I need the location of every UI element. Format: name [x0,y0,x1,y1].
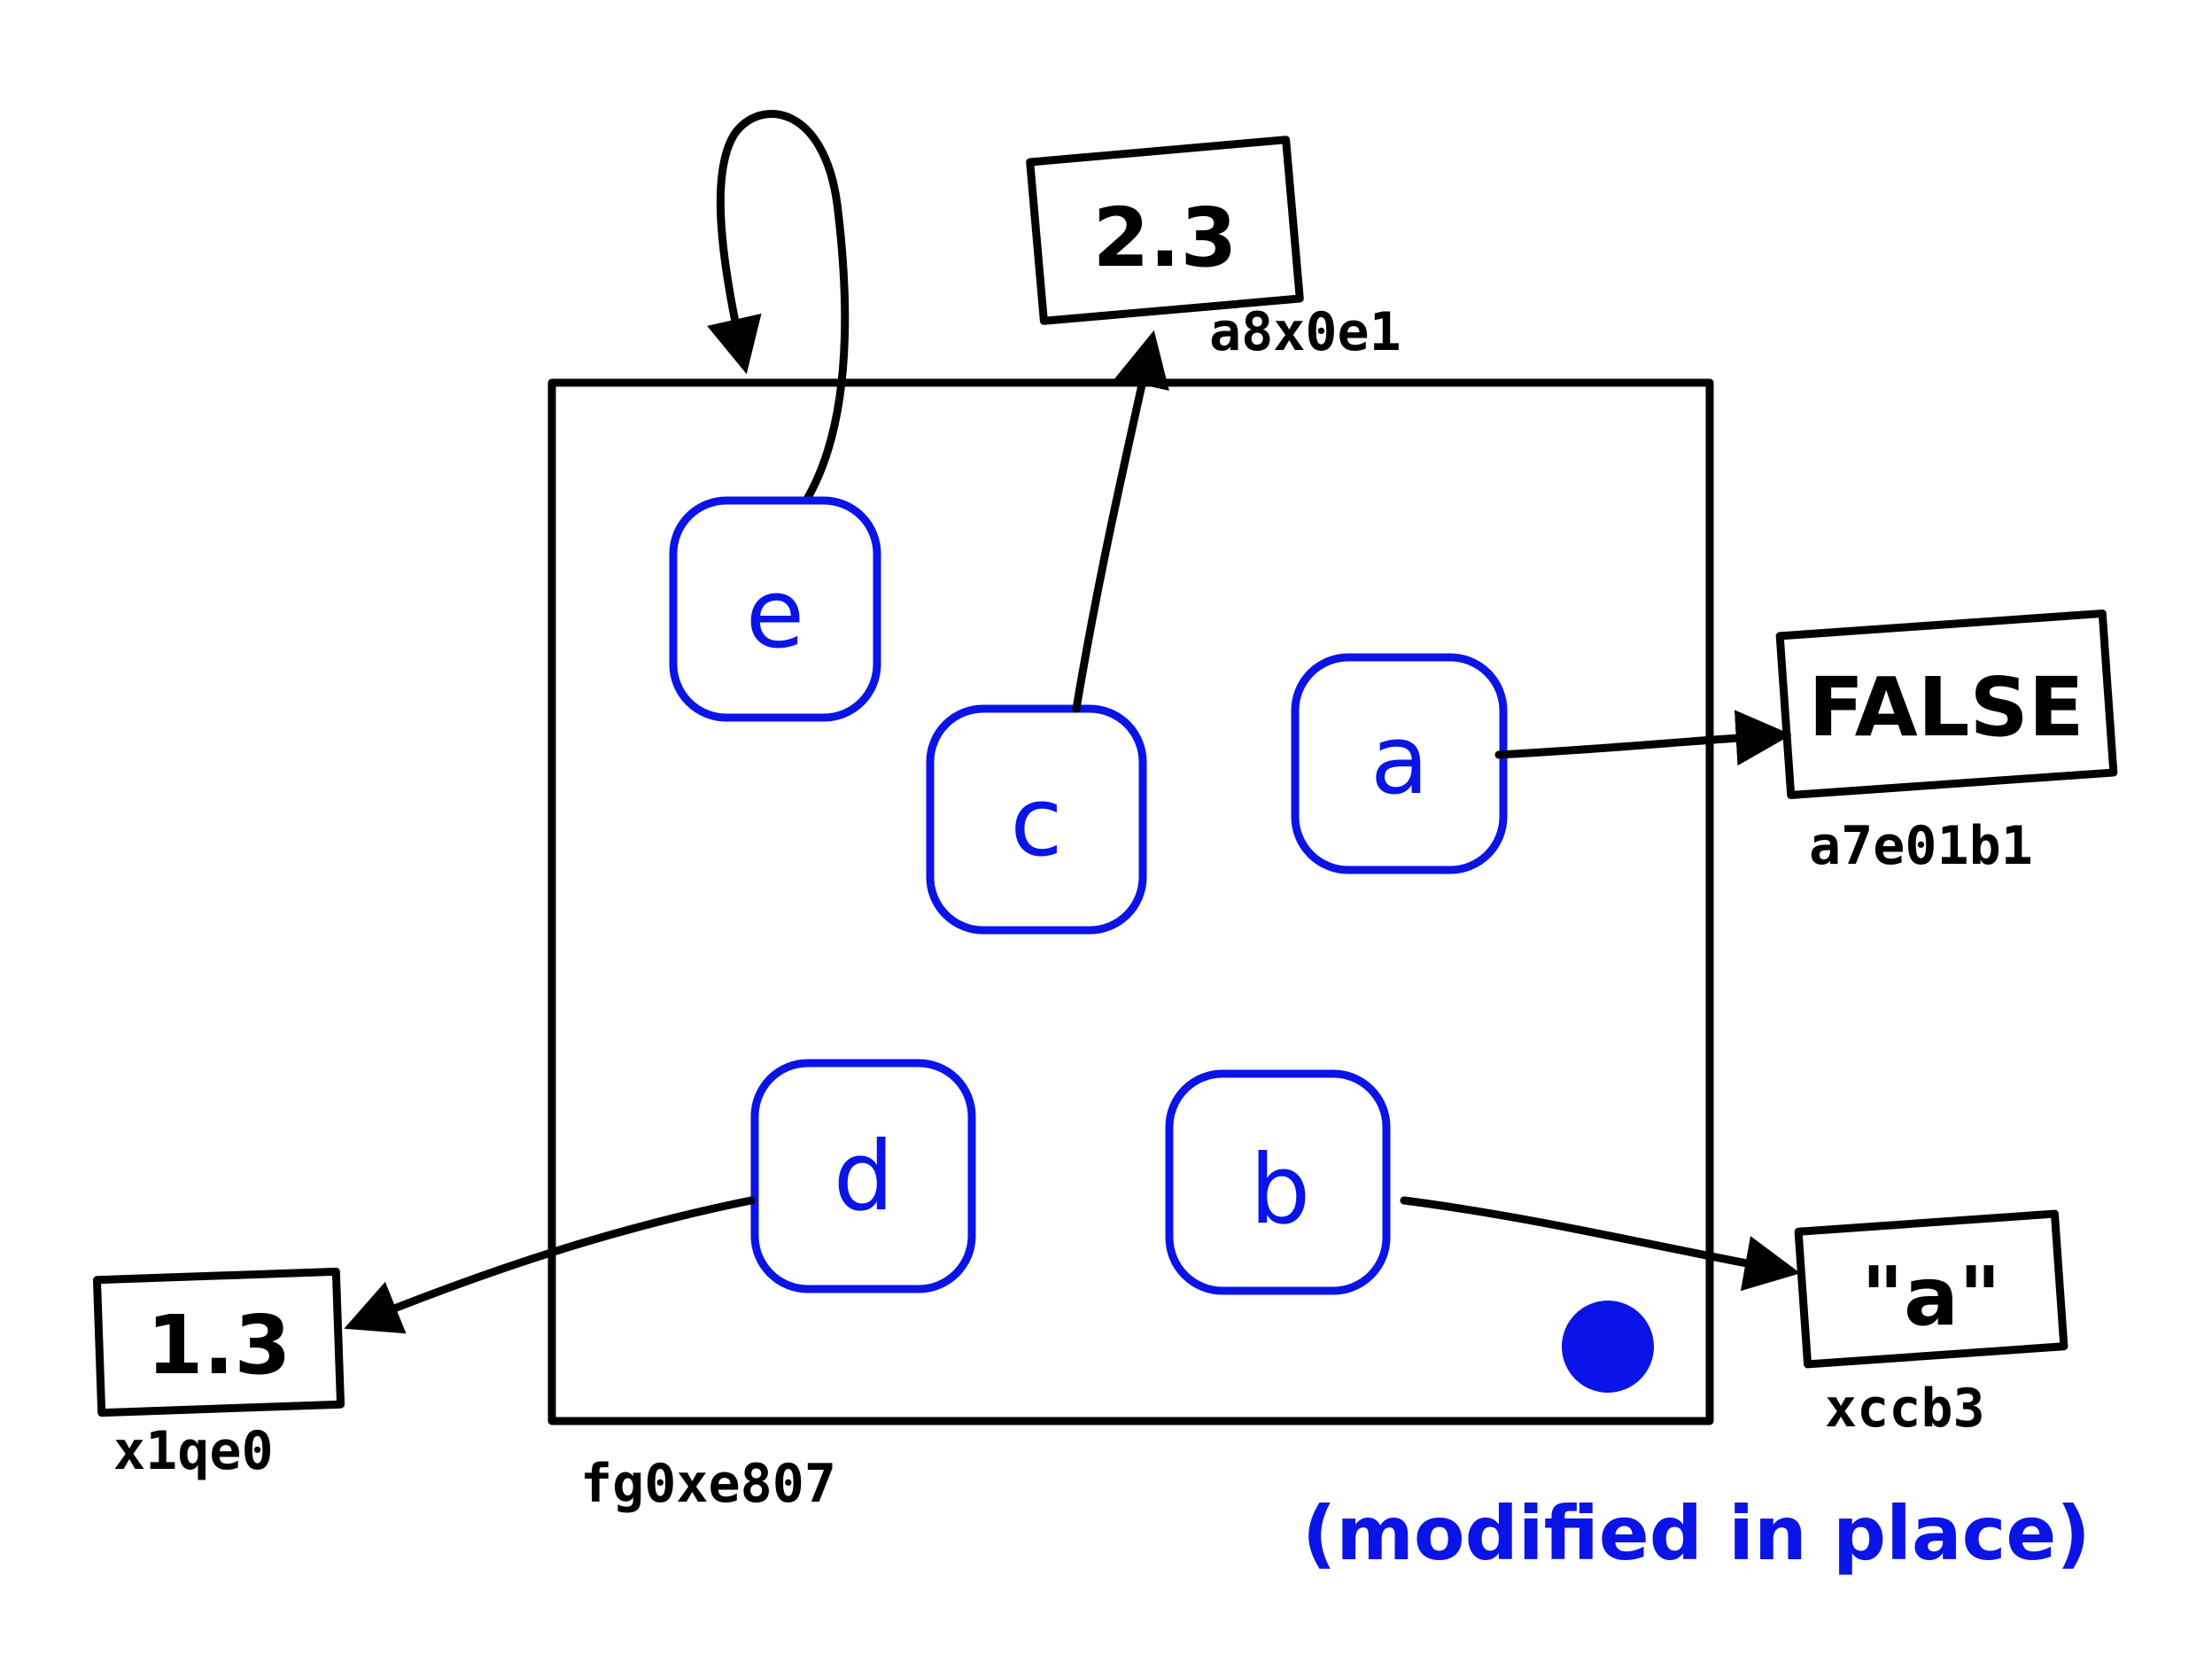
value-text-c: 2.3 [1093,190,1238,285]
environment-address: fg0xe807 [580,1453,836,1515]
modified-note: (modified in place) [1302,1490,2091,1577]
value-text-d: 1.3 [147,1298,291,1393]
binding-e: e [669,496,881,722]
value-address-c: a8x0e1 [1209,301,1401,363]
environment-frame [547,378,1714,1425]
binding-box-b [1165,1069,1391,1295]
binding-label-a: a [1370,705,1429,816]
arrow-c-to-value [1072,330,1169,713]
arrow-a-to-value [1494,710,1792,766]
value-box-c [1026,136,1304,325]
value-box-b [1794,1209,2068,1369]
binding-box-c [926,704,1147,935]
binding-box-a [1291,653,1508,874]
arrow-d-to-value [344,1196,756,1334]
binding-box-e [669,496,881,722]
binding-c: c [926,704,1147,935]
value-box-d [92,1267,345,1417]
binding-d: d [750,1059,976,1293]
value-address-d: x1qe0 [113,1420,274,1482]
value-object-d: 1.3 x1qe0 [92,1267,345,1482]
modified-marker-dot [1562,1301,1654,1393]
binding-label-b: b [1250,1135,1311,1246]
value-address-a: a7e01b1 [1809,815,2033,877]
value-object-a: FALSE a7e01b1 [1775,609,2118,877]
value-box-a [1775,609,2118,799]
value-object-b: "a" xccb3 [1794,1209,2068,1440]
binding-a: a [1291,653,1508,874]
binding-label-e: e [746,559,804,670]
binding-box-d [750,1059,976,1293]
value-address-b: xccb3 [1825,1378,1985,1440]
binding-label-c: c [1010,767,1062,878]
value-object-c: 2.3 a8x0e1 [1026,136,1401,363]
binding-b: b [1165,1069,1391,1295]
arrow-b-to-value [1400,1196,1801,1292]
value-text-a: FALSE [1808,660,2084,755]
binding-label-d: d [834,1122,895,1232]
arrow-e-self [707,110,850,505]
value-text-b: "a" [1861,1249,2001,1344]
